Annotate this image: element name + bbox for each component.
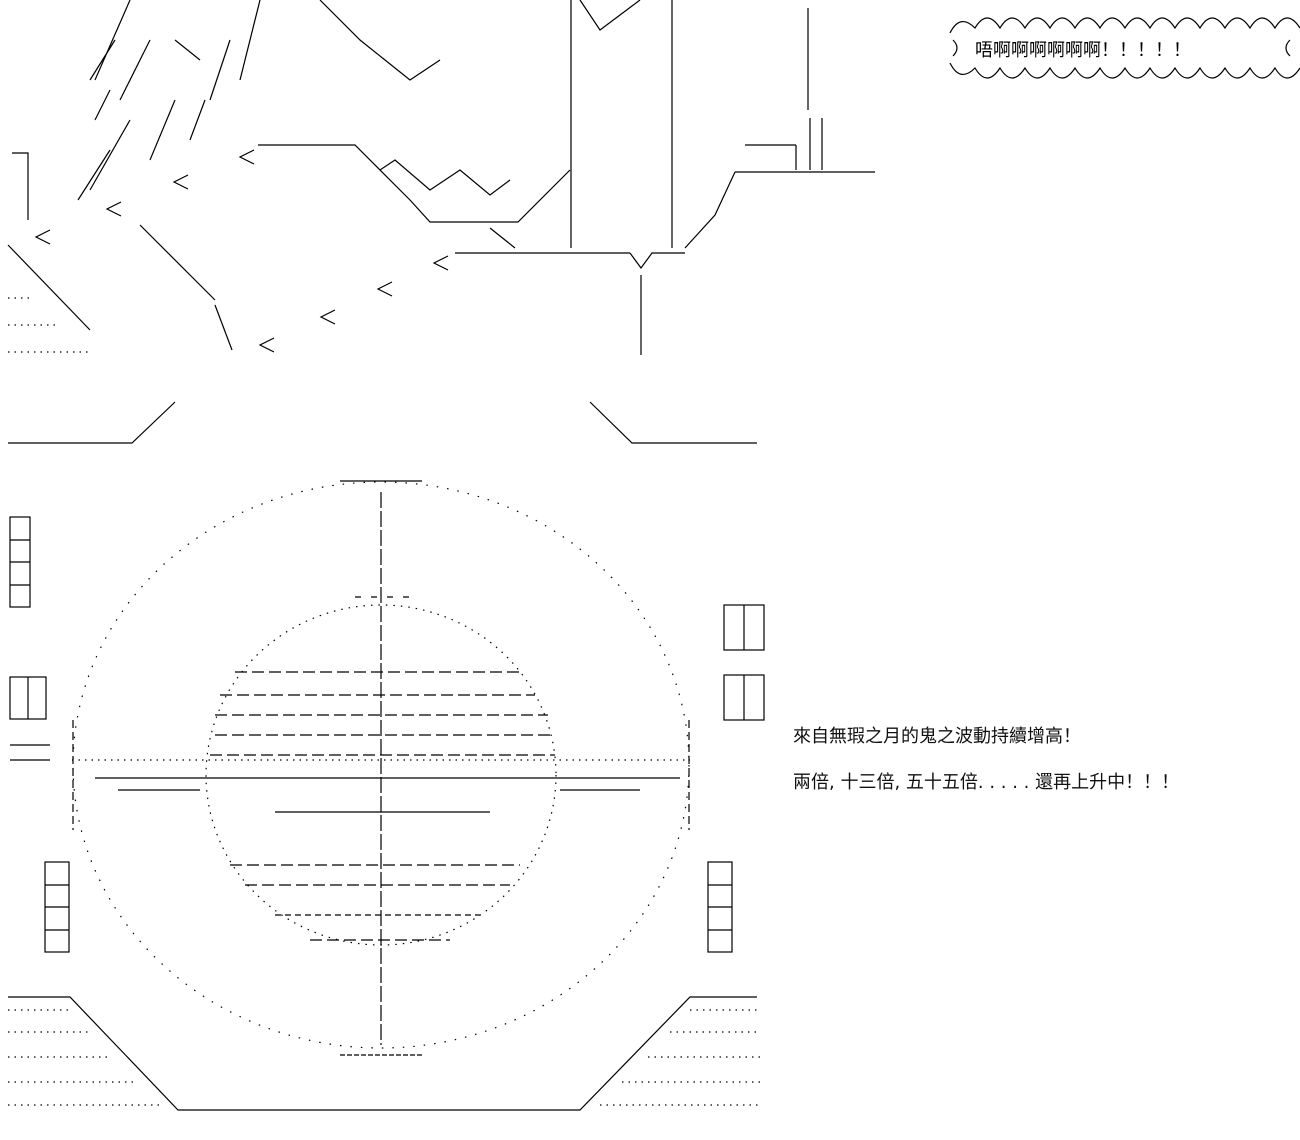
chevron-marks bbox=[34, 149, 449, 353]
inner-sphere bbox=[205, 604, 557, 946]
sphere-bands bbox=[210, 671, 555, 941]
speech-bubble-text: 唔啊啊啊啊啊啊！！！！！ bbox=[975, 40, 1191, 61]
gauge-boxes bbox=[9, 516, 765, 953]
narration-line-2: 兩倍, 十三倍, 五十五倍. . . . . 還再上升中！！！ bbox=[793, 772, 1180, 793]
panel-frame bbox=[8, 401, 757, 1111]
outer-dotted-ring bbox=[72, 481, 690, 1049]
narration-line-1: 來自無瑕之月的鬼之波動持續增高！ bbox=[793, 726, 1081, 747]
dot-fields bbox=[8, 297, 760, 1106]
speech-bubble-outline bbox=[949, 17, 1300, 79]
horizontal-beam bbox=[72, 720, 690, 830]
upper-structure bbox=[12, 0, 875, 355]
motion-streaks bbox=[7, 0, 261, 351]
